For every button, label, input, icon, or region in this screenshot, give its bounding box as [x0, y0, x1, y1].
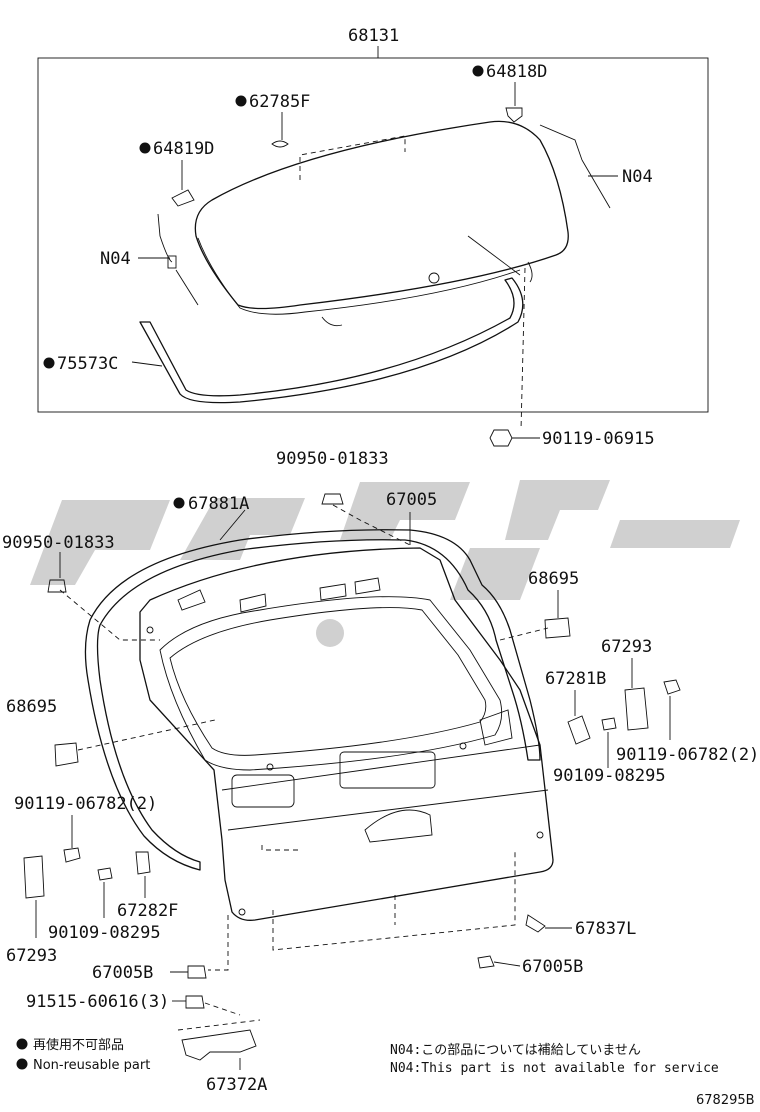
label-67005b-left: 67005B: [92, 963, 153, 983]
back-door-glass: [194, 120, 569, 327]
clip-62785f: [271, 140, 289, 148]
back-glass-box: [37, 57, 709, 413]
label-90109-08295-right: 90109-08295: [553, 766, 666, 786]
bumper-67837l: [525, 914, 546, 933]
label-90950-01833-top: 90950-01833: [276, 449, 389, 469]
label-n04-left: N04: [100, 249, 131, 269]
label-64819d: 64819D: [153, 139, 214, 159]
legend-en: Non-reusable part: [33, 1058, 150, 1073]
molding-75573c: [139, 277, 524, 404]
clip-91515-60616: [185, 995, 205, 1009]
label-67372a: 67372A: [206, 1075, 267, 1095]
stopper-67005b-right: [477, 955, 495, 969]
label-n04-right: N04: [622, 167, 653, 187]
legend: 再使用不可部品 Non-reusable part: [16, 1037, 150, 1073]
label-67282f: 67282F: [117, 901, 178, 921]
label-68695-left: 68695: [6, 697, 57, 717]
grommet-90950-top: [321, 493, 344, 505]
service-notes: N04:この部品については補給していません N04:This part is n…: [390, 1043, 719, 1076]
label-91515-60616: 91515-60616(3): [26, 992, 169, 1012]
label-90109-08295-left: 90109-08295: [48, 923, 161, 943]
figure-code: 678295B: [696, 1093, 755, 1108]
hinge-67293-left: [23, 855, 45, 899]
label-67881a: 67881A: [188, 494, 249, 514]
label-68131: 68131: [348, 26, 399, 46]
label-67005b-right: 67005B: [522, 957, 583, 977]
lock-67281b: [567, 715, 591, 745]
hinge-67293-right: [624, 687, 649, 731]
note-n04-jp: N04:この部品については補給していません: [390, 1043, 641, 1058]
bolt-90119-06915: [489, 429, 540, 447]
label-90950-01833-left: 90950-01833: [2, 533, 115, 553]
clip-64818d: [505, 107, 523, 123]
screw-90109-08295-right: [601, 717, 617, 731]
note-n04-en: N04:This part is not available for servi…: [390, 1061, 719, 1076]
label-90119-06915: 90119-06915: [542, 429, 655, 449]
label-68695-right: 68695: [528, 569, 579, 589]
stopper-67005b-left: [187, 965, 207, 979]
cushion-68695-right: [544, 617, 571, 639]
damper-stay-right: [539, 124, 611, 209]
label-64818d: 64818D: [486, 62, 547, 82]
part-labels: 68131 64818D 62785F 64819D N04 N04 75573…: [2, 26, 759, 1095]
bolt-90119-06782-left: [63, 847, 81, 863]
back-door-panel-67005: [139, 547, 554, 921]
label-90119-06782-left: 90119-06782(2): [14, 794, 157, 814]
watermark-logo: [30, 480, 740, 647]
bracket-67372a: [181, 1029, 257, 1061]
grommet-90950-left: [47, 579, 67, 593]
bracket-67282f: [135, 851, 151, 875]
legend-jp: 再使用不可部品: [33, 1037, 124, 1053]
label-75573c: 75573C: [57, 354, 118, 374]
clip-64819d: [171, 189, 195, 207]
label-67293-left: 67293: [6, 946, 57, 966]
label-62785f: 62785F: [249, 92, 310, 112]
label-67281b: 67281B: [545, 669, 606, 689]
label-67293-right: 67293: [601, 637, 652, 657]
label-90119-06782-right: 90119-06782(2): [616, 745, 759, 765]
screw-90109-08295-left: [97, 867, 113, 881]
bolt-90119-06782-right: [663, 679, 681, 695]
damper-stay-left: [157, 213, 199, 306]
label-67005: 67005: [386, 490, 437, 510]
label-67837l: 67837L: [575, 919, 636, 939]
cushion-68695-left: [54, 742, 79, 767]
